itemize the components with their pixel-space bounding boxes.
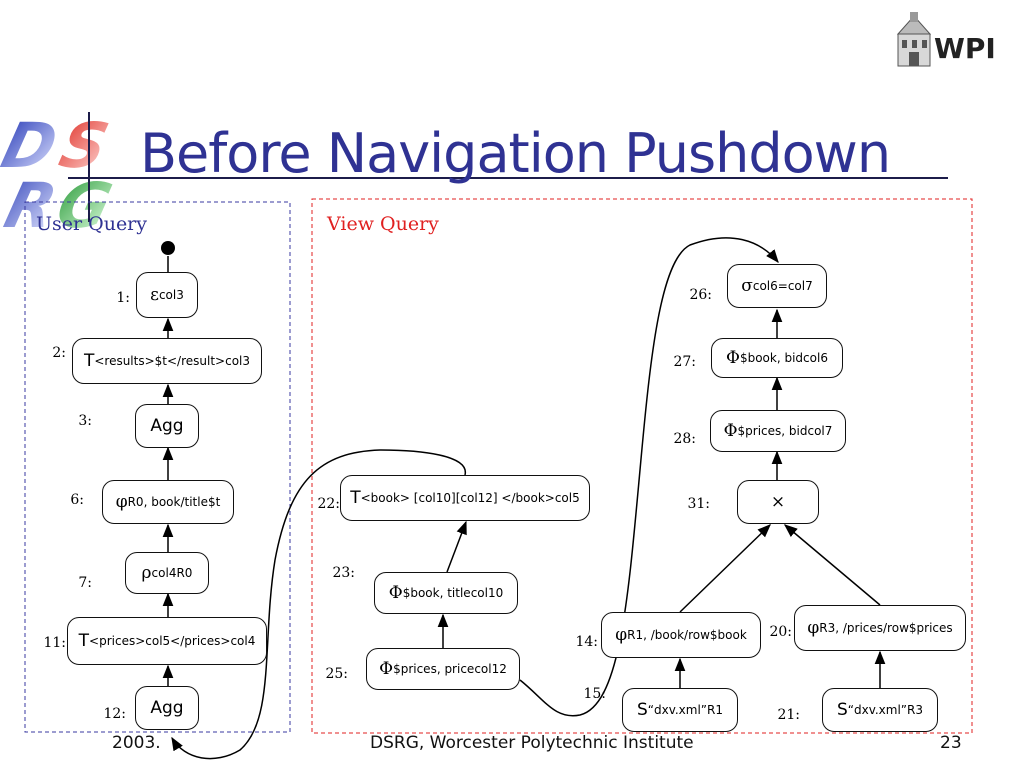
node-31-cartesian-product: × xyxy=(737,480,819,524)
edge-14-to-31 xyxy=(679,524,771,613)
node-3-label: 3: xyxy=(78,413,92,429)
node-31-label: 31: xyxy=(687,496,710,512)
title-vertical-rule xyxy=(88,112,90,222)
slide-title: Before Navigation Pushdown xyxy=(140,122,891,185)
user-query-panel xyxy=(24,201,291,733)
title-underline xyxy=(68,177,948,179)
svg-text:WPI: WPI xyxy=(934,32,996,65)
node-22-label: 22: xyxy=(317,496,340,512)
curve-25-to-26 xyxy=(519,237,779,717)
node-6-label: 6: xyxy=(70,492,84,508)
node-26-label: 26: xyxy=(689,287,712,303)
node-11-tagger: T<prices>col5</prices>col4 xyxy=(67,617,267,665)
node-23-label: 23: xyxy=(332,565,355,581)
node-7-label: 7: xyxy=(78,575,92,591)
view-query-label: View Query xyxy=(327,213,439,235)
node-3-agg: Agg xyxy=(135,404,199,448)
node-20-label: 20: xyxy=(769,624,792,640)
root-output-dot xyxy=(161,241,175,255)
node-1-label: 1: xyxy=(116,290,130,306)
node-25-label: 25: xyxy=(325,666,348,682)
node-2-tagger: T<results>$t</result>col3 xyxy=(72,338,262,384)
node-27-label: 27: xyxy=(673,354,696,370)
user-query-label: User Query xyxy=(36,213,148,235)
view-query-panel xyxy=(311,198,973,734)
dsrg-logo: D S R G xyxy=(0,110,119,235)
footer-date: 2003. xyxy=(112,733,161,753)
node-21-source: S“dxv.xml”R3 xyxy=(822,688,938,732)
node-2-label: 2: xyxy=(52,345,66,361)
node-15-label: 15: xyxy=(583,686,606,702)
node-15-source: S“dxv.xml”R1 xyxy=(622,688,738,732)
curve-22-to-12 xyxy=(171,449,466,760)
node-21-label: 21: xyxy=(777,707,800,723)
footer-page-number: 23 xyxy=(940,733,962,753)
node-14-label: 14: xyxy=(575,634,598,650)
wpi-logo: WPI xyxy=(896,12,996,67)
node-12-agg: Agg xyxy=(135,686,199,730)
node-11-label: 11: xyxy=(43,635,66,651)
node-12-label: 12: xyxy=(103,706,126,722)
node-22-tagger: T<book> [col10][col12] </book>col5 xyxy=(340,475,590,521)
edge-23-to-22 xyxy=(446,520,467,573)
node-28-label: 28: xyxy=(673,431,696,447)
footer-organization: DSRG, Worcester Polytechnic Institute xyxy=(370,733,694,753)
edge-20-to-31 xyxy=(783,524,881,606)
